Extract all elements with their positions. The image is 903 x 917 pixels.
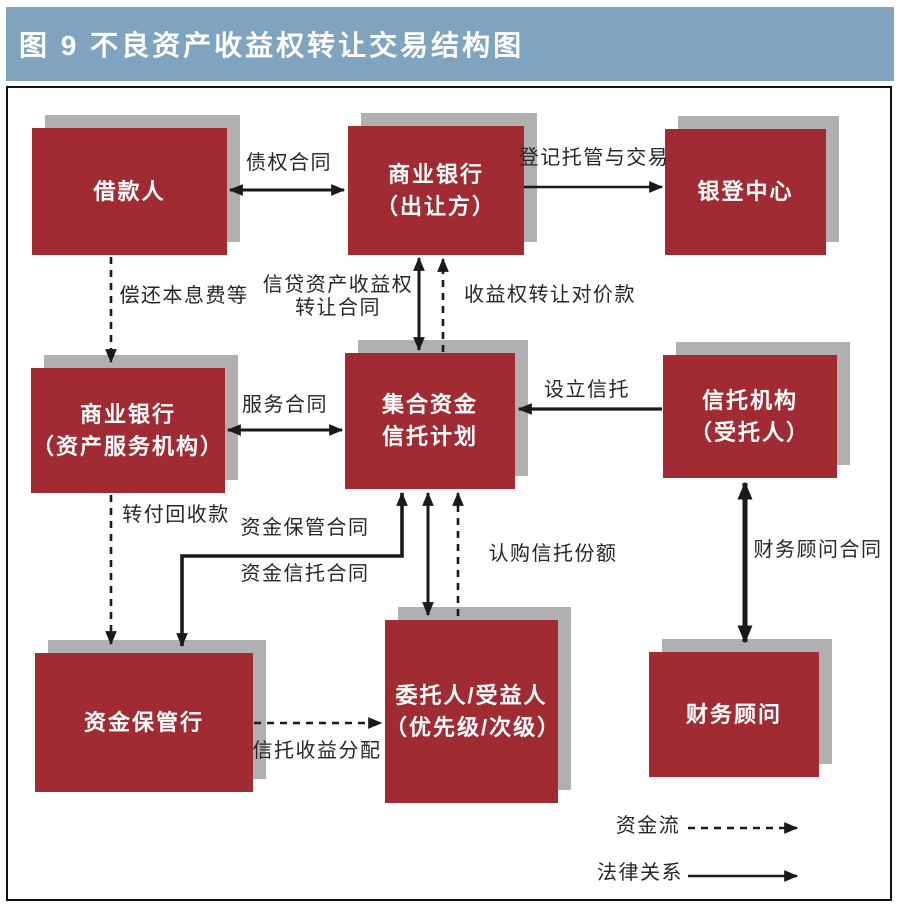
node-custodian-bank: 资金保管行 <box>35 640 266 792</box>
diagram-frame <box>6 86 892 901</box>
edge-label-fund-trust-contract: 资金信托合同 <box>240 563 370 585</box>
edge-label-service-contract: 服务合同 <box>242 394 328 416</box>
figure-title-bar: 图 9 不良资产收益权转让交易结构图 <box>6 7 894 81</box>
edge-label-fund-custody-contract: 资金保管合同 <box>240 517 370 539</box>
edge-label-financial-advisor-contract: 财务顾问合同 <box>753 539 883 561</box>
edge-label-establish-trust: 设立信托 <box>544 379 630 401</box>
node-bank-servicer: 商业银行（资产服务机构） <box>31 355 238 493</box>
edge-label-subscribe-trust-shares: 认购信托份额 <box>488 543 618 565</box>
node-beneficiary-label: 委托人/受益人 <box>395 682 548 708</box>
node-yindeng-center: 银登中心 <box>665 116 839 255</box>
node-financial-advisor: 财务顾问 <box>649 639 832 777</box>
node-borrower: 借款人 <box>32 115 240 255</box>
node-borrower-label: 借款人 <box>93 178 166 204</box>
edge-label-income-right-consideration: 收益权转让对价款 <box>464 284 636 306</box>
figure-title: 图 9 不良资产收益权转让交易结构图 <box>19 30 525 61</box>
edge-label-trust-income-distribution: 信托收益分配 <box>252 740 382 762</box>
node-beneficiary: 委托人/受益人（优先级/次级） <box>385 607 571 803</box>
node-bank-servicer-label: 商业银行 <box>79 401 176 427</box>
node-custodian-bank-label: 资金保管行 <box>83 709 204 735</box>
legend-funds-flow-label: 资金流 <box>615 815 681 837</box>
edge-label-forward-recovered-funds: 转付回收款 <box>122 504 230 526</box>
edge-label-repay-principal-interest: 偿还本息费等 <box>119 285 249 307</box>
node-bank-transferor: 商业银行（出让方） <box>348 113 537 255</box>
node-bank-transferor-label: 商业银行 <box>387 161 484 187</box>
node-trust-plan: 集合资金信托计划 <box>345 340 528 489</box>
node-financial-advisor-label: 财务顾问 <box>685 701 782 727</box>
legend-legal-relation-label: 法律关系 <box>597 862 683 884</box>
edge-label-debt-contract: 债权合同 <box>246 152 332 174</box>
node-trustee: 信托机构（受托人） <box>663 342 850 478</box>
node-trustee-label: 信托机构 <box>701 387 798 413</box>
node-yindeng-center-label: 银登中心 <box>697 179 794 205</box>
node-trust-plan-label: 集合资金 <box>381 392 478 418</box>
edge-label-credit-asset-income-right: 信贷资产收益权 转让合同 <box>262 274 414 319</box>
edge-label-registration-custody-trading: 登记托管与交易 <box>518 147 670 169</box>
